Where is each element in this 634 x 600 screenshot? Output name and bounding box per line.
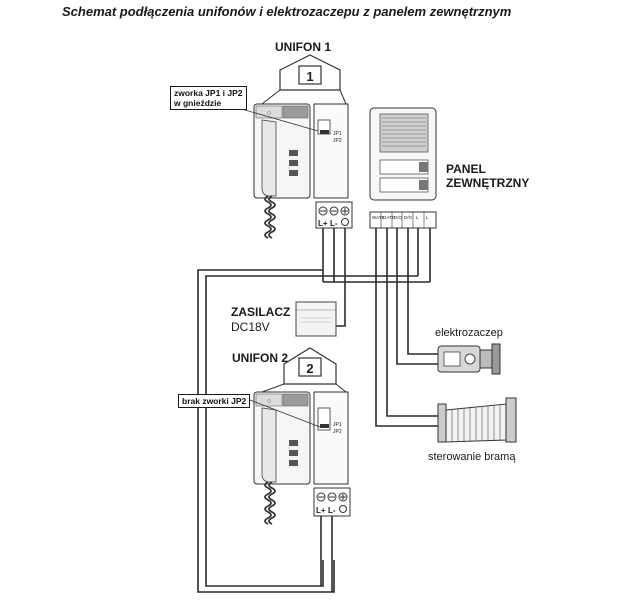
unifon-1-jp1: JP1: [333, 131, 342, 137]
unifon-2-terminal-minus: L-: [328, 506, 336, 515]
unifon-1-number: 1: [306, 69, 313, 84]
callout-2-leader: [249, 399, 321, 428]
lock-label: elektrozaczep: [435, 327, 503, 339]
gate-icon: [437, 397, 517, 443]
handset-2: ○: [253, 391, 311, 525]
unifon-2-number: 2: [306, 361, 313, 376]
unifon-1-jp2: JP2: [333, 138, 342, 144]
power-supply-label: ZASILACZ: [231, 305, 291, 319]
outdoor-panel: WATE GATE D/O D/O L L: [369, 107, 437, 229]
unifon-1-callout: zworka JP1 i JP2 w gnieździe: [170, 86, 247, 110]
panel-terminal-do-1: D/O: [394, 215, 403, 220]
unifon-2-label: UNIFON 2: [232, 351, 289, 365]
unifon-2-jp1: JP1: [333, 422, 342, 428]
power-supply-spec: DC18V: [231, 320, 270, 334]
panel-label-line1: PANEL: [446, 162, 486, 176]
svg-text:○: ○: [267, 398, 271, 405]
panel-terminal-gate: GATE: [383, 215, 395, 220]
base-board-2: JP1 JP2: [313, 391, 349, 485]
handset-1: ○: [253, 103, 311, 239]
wires: [197, 228, 438, 593]
power-supply: [295, 301, 337, 337]
terminal-block-1: L+ L-: [315, 201, 353, 229]
unifon-2-terminal-plus: L+: [316, 506, 326, 515]
panel-terminal-l-2: L: [426, 215, 429, 220]
panel-terminal-do-2: D/O: [404, 215, 413, 220]
terminal-block-2: L+ L-: [313, 487, 351, 517]
base-board-1: JP1 JP2: [313, 103, 349, 199]
panel-terminal-wate: WATE: [372, 215, 385, 220]
house-icon: 1: [279, 54, 341, 91]
electric-lock-icon: [437, 343, 501, 375]
panel-label-line2: ZEWNĘTRZNY: [446, 176, 530, 190]
unifon-1-terminal-plus: L+: [318, 219, 328, 228]
diagram-title: Schemat podłączenia unifonów i elektroza…: [62, 4, 512, 19]
unifon-2-jp2: JP2: [333, 429, 342, 435]
unifon-1-group: 1 ○ JP1 JP2: [253, 54, 353, 239]
unifon-2-callout: brak zworki JP2: [178, 394, 251, 408]
unifon-1-label: UNIFON 1: [275, 40, 332, 54]
panel-terminal-l-1: L: [416, 215, 419, 220]
callout-1-leader: [237, 107, 319, 132]
unifon-2-group: 2 ○ JP1 JP2: [253, 347, 351, 592]
unifon-1-terminal-minus: L-: [330, 219, 338, 228]
house-icon: 2: [283, 347, 337, 385]
svg-text:○: ○: [267, 110, 271, 117]
gate-label: sterowanie bramą: [428, 451, 516, 463]
